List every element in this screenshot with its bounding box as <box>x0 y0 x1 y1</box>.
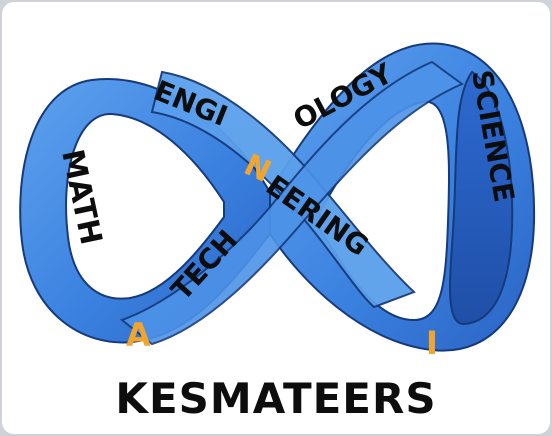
crossing-band <box>150 70 416 309</box>
accent-a-label: A <box>126 316 151 354</box>
right-loop-inner-band <box>449 70 514 326</box>
left-loop-hole <box>65 112 225 300</box>
brand-name: KESMATEERS <box>115 374 437 423</box>
accent-i-label: I <box>426 324 438 362</box>
ascending-band <box>119 60 464 346</box>
